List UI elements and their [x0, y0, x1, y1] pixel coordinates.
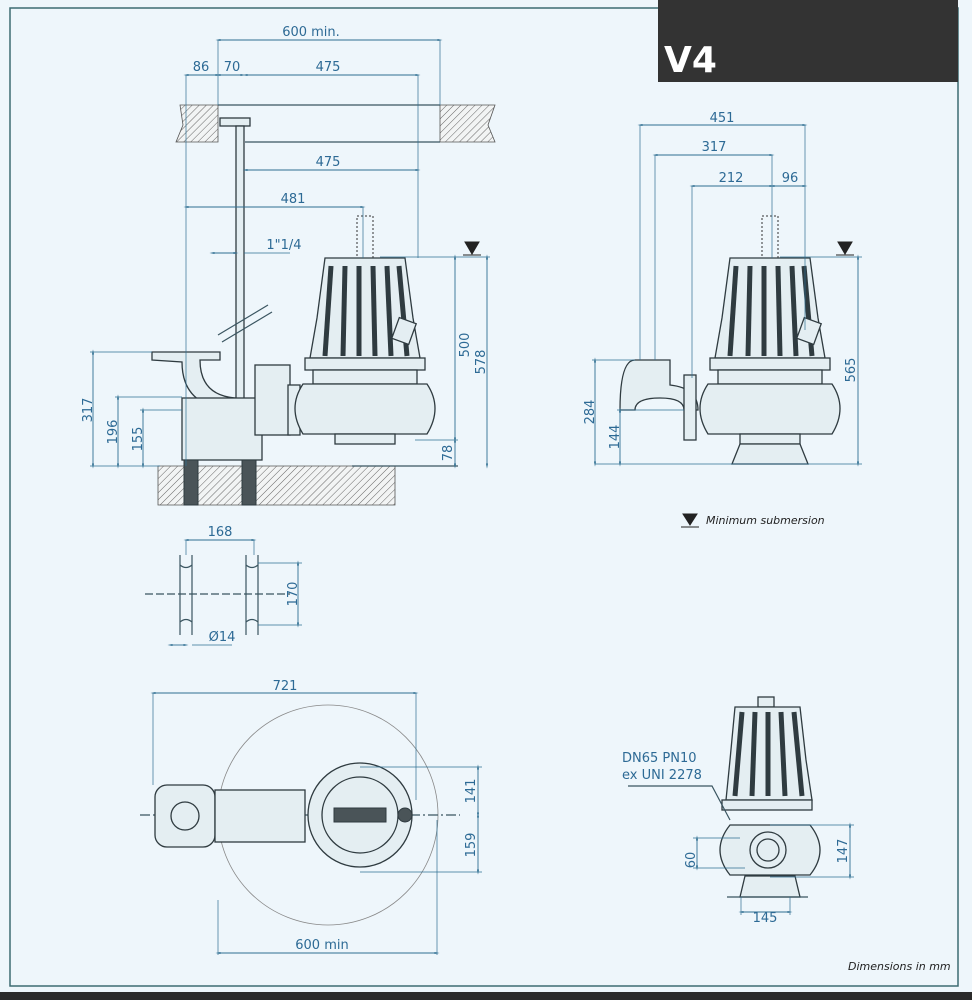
floor-slab-right — [439, 104, 496, 143]
model-badge: V4 — [658, 0, 958, 82]
bottom-bar — [0, 992, 972, 1000]
dim-317-b: 317 — [702, 140, 727, 155]
legend: Minimum submersion — [681, 513, 825, 528]
dim-196: 196 — [106, 420, 121, 445]
dim-475: 475 — [316, 155, 341, 170]
dim-317: 317 — [81, 398, 96, 423]
drawing-frame — [9, 7, 959, 987]
dim-96: 96 — [782, 171, 799, 186]
dim-212: 212 — [719, 171, 744, 186]
top-view: 721 600 min 141 159 — [140, 679, 482, 955]
dim-481: 481 — [281, 192, 306, 207]
free-standing-side-view: 451 317 212 96 565 284 144 — [583, 111, 862, 467]
dim-144: 144 — [608, 425, 623, 450]
rail-bracket — [219, 117, 251, 127]
legend-min-submersion: Minimum submersion — [706, 514, 825, 527]
flange-spec-line2: ex UNI 2278 — [622, 768, 702, 783]
stand — [731, 443, 809, 465]
dim-451: 451 — [710, 111, 735, 126]
floor-slab-left — [175, 104, 219, 143]
dim-147: 147 — [836, 839, 851, 864]
dim-284: 284 — [583, 400, 598, 425]
dim-565: 565 — [844, 358, 859, 383]
base-foot — [181, 397, 263, 461]
dim-155: 155 — [131, 427, 146, 452]
dim-60: 60 — [684, 852, 699, 869]
flange — [683, 374, 697, 441]
min-submersion-icon — [681, 513, 699, 528]
side-installation-view: 600 min. 86 70 475 475 481 1"1/4 500 578… — [81, 25, 496, 506]
ground — [157, 465, 396, 506]
dim-475-top: 475 — [316, 60, 341, 75]
model-badge-label: V4 — [664, 40, 717, 81]
dim-168: 168 — [208, 525, 233, 540]
dim-600-min: 600 min. — [282, 25, 340, 40]
dim-600-min-top: 600 min — [295, 938, 348, 953]
stand-front — [739, 875, 801, 898]
dim-78: 78 — [441, 445, 456, 462]
dim-578: 578 — [474, 350, 489, 375]
base-plate-plan: 168 170 Ø14 — [145, 525, 302, 647]
dim-141: 141 — [464, 779, 479, 804]
dim-170: 170 — [286, 582, 301, 607]
dim-86: 86 — [193, 60, 210, 75]
min-submersion-icon — [463, 241, 481, 256]
flange-spec-line1: DN65 PN10 — [622, 751, 697, 766]
dim-500: 500 — [458, 333, 473, 358]
dim-70: 70 — [224, 60, 241, 75]
dim-159: 159 — [464, 833, 479, 858]
dim-721: 721 — [273, 679, 298, 694]
dim-rail-size: 1"1/4 — [266, 238, 301, 253]
min-submersion-icon — [836, 241, 854, 256]
front-view: DN65 PN10 ex UNI 2278 147 60 145 — [622, 696, 854, 926]
units-note: Dimensions in mm — [848, 960, 951, 973]
coupling — [254, 364, 291, 436]
coupling-top — [214, 789, 306, 843]
dim-hole-14: Ø14 — [209, 630, 236, 645]
dim-145: 145 — [753, 911, 778, 926]
